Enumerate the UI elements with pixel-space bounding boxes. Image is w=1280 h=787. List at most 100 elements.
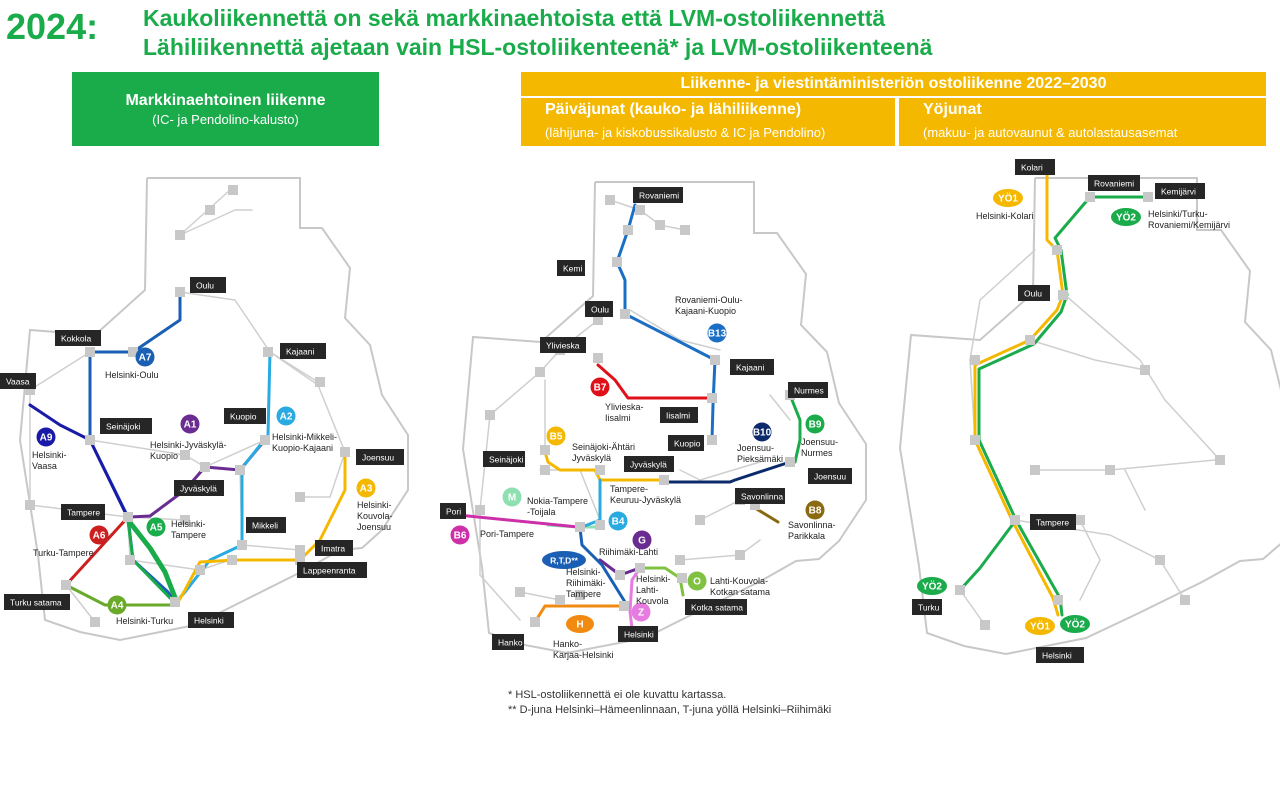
- rail-network-line: [179, 189, 253, 236]
- country-outline: [898, 177, 1280, 656]
- station-node: [710, 355, 720, 365]
- station-node: [25, 500, 35, 510]
- station-label-0-bg: [633, 187, 683, 203]
- station-node: [1105, 465, 1115, 475]
- route-line-a3: [176, 450, 347, 604]
- station-label-5-bg: [912, 599, 942, 615]
- station-node: [340, 447, 350, 457]
- route-b8-badge: [805, 500, 825, 520]
- station-node: [707, 435, 717, 445]
- rail-network-line: [89, 439, 266, 468]
- route-line-yo2-turku: [958, 518, 1018, 592]
- station-node: [619, 601, 629, 611]
- station-node: [970, 435, 980, 445]
- route-line-rtd: [578, 526, 627, 604]
- station-node: [260, 435, 270, 445]
- route-yo2-1-badge: [1111, 208, 1141, 226]
- station-label-0: Oulu: [196, 281, 214, 291]
- station-label-2: Kajaani: [286, 347, 314, 357]
- route-a9-badge-text: A9: [40, 433, 53, 444]
- station-label-3-bg: [540, 337, 586, 353]
- station-node: [295, 555, 305, 565]
- route-line-h: [533, 604, 626, 624]
- station-label-0: Kolari: [1021, 163, 1043, 173]
- rail-network-line: [629, 309, 721, 351]
- night-trains-subtitle: (makuu- ja autovaunut & autolastausasema…: [923, 125, 1178, 140]
- station-node: [1058, 290, 1068, 300]
- route-name-rtd: Helsinki-Riihimäki-Tampere: [566, 567, 606, 599]
- station-label-6: Joensuu: [362, 453, 394, 463]
- station-node: [555, 595, 565, 605]
- route-line-b9: [788, 393, 802, 464]
- footnote-2: ** D-juna Helsinki–Hämeenlinnaan, T-juna…: [508, 704, 832, 716]
- route-b7-badge-text: B7: [594, 383, 607, 394]
- title-line-1: Kaukoliikennettä on sekä markkinaehtoist…: [143, 5, 886, 31]
- station-node: [315, 377, 325, 387]
- route-yo2-4-badge-text: YÖ2: [1065, 618, 1085, 631]
- route-h-badge: [566, 615, 594, 633]
- station-label-10: Imatra: [321, 544, 345, 554]
- route-line-a2: [174, 350, 272, 604]
- route-line-b8: [753, 506, 780, 524]
- station-node: [735, 550, 745, 560]
- station-node: [205, 205, 215, 215]
- station-label-12-bg: [440, 503, 466, 519]
- station-node: [1140, 365, 1150, 375]
- station-label-9-bg: [246, 517, 286, 533]
- rail-network-line: [769, 394, 791, 421]
- station-node: [237, 540, 247, 550]
- route-name-b9: Joensuu-Nurmes: [801, 437, 838, 458]
- night-trains-header: Yöjunat (makuu- ja autovaunut & autolast…: [899, 98, 1266, 146]
- route-line-o: [638, 566, 685, 597]
- route-a6-badge: [89, 525, 109, 545]
- route-yo1-3-badge: [1025, 617, 1055, 635]
- route-line-b6: [456, 513, 580, 529]
- station-node: [1085, 192, 1095, 202]
- route-name-yo2: Helsinki/Turku-Rovaniemi/Kemijärvi: [1148, 209, 1230, 230]
- station-node: [1030, 465, 1040, 475]
- station-label-6-bg: [1036, 647, 1084, 663]
- station-label-1: Rovaniemi: [1094, 179, 1134, 189]
- night-trains-title: Yöjunat: [923, 101, 982, 118]
- route-line-yo2: [977, 195, 1150, 617]
- station-label-12: Turku satama: [10, 598, 62, 608]
- route-b8-badge-text: B8: [809, 506, 822, 517]
- route-a4-badge-text: A4: [111, 601, 124, 612]
- station-node: [535, 367, 545, 377]
- station-label-4-bg: [100, 418, 152, 434]
- route-m-badge: [502, 487, 522, 507]
- route-yo2-2-badge: [917, 577, 947, 595]
- station-label-5: Kuopio: [230, 412, 257, 422]
- route-m-badge-text: M: [508, 493, 516, 504]
- route-a3-badge-text: A3: [360, 484, 373, 495]
- day-trains-header: Päiväjunat (kauko- ja lähiliikenne) (läh…: [521, 98, 895, 146]
- day-trains-title: Päiväjunat (kauko- ja lähiliikenne): [545, 101, 802, 118]
- station-node: [530, 617, 540, 627]
- station-label-4: Seinäjoki: [106, 422, 141, 432]
- station-node: [1010, 515, 1020, 525]
- route-line-z: [628, 566, 642, 630]
- station-node: [750, 500, 760, 510]
- station-node: [485, 410, 495, 420]
- route-a2-badge: [276, 406, 296, 426]
- rail-network-line: [679, 461, 761, 481]
- station-node: [1075, 515, 1085, 525]
- station-node: [680, 225, 690, 235]
- rail-network-line: [1029, 339, 1146, 371]
- station-node: [125, 555, 135, 565]
- station-node: [595, 465, 605, 475]
- route-z-badge-text: Z: [638, 608, 644, 619]
- station-node: [128, 347, 138, 357]
- station-node: [85, 347, 95, 357]
- station-node: [635, 563, 645, 573]
- station-node: [227, 555, 237, 565]
- route-name-o: Lahti-Kouvola-Kotkan satama: [710, 576, 770, 597]
- station-node: [620, 309, 630, 319]
- station-label-11-bg: [297, 562, 367, 578]
- route-line-yo1: [973, 168, 1065, 617]
- station-node: [90, 617, 100, 627]
- route-b4-badge-text: B4: [612, 517, 625, 528]
- rail-network-line: [959, 589, 986, 626]
- station-node: [955, 585, 965, 595]
- title-year: 2024:: [6, 6, 99, 47]
